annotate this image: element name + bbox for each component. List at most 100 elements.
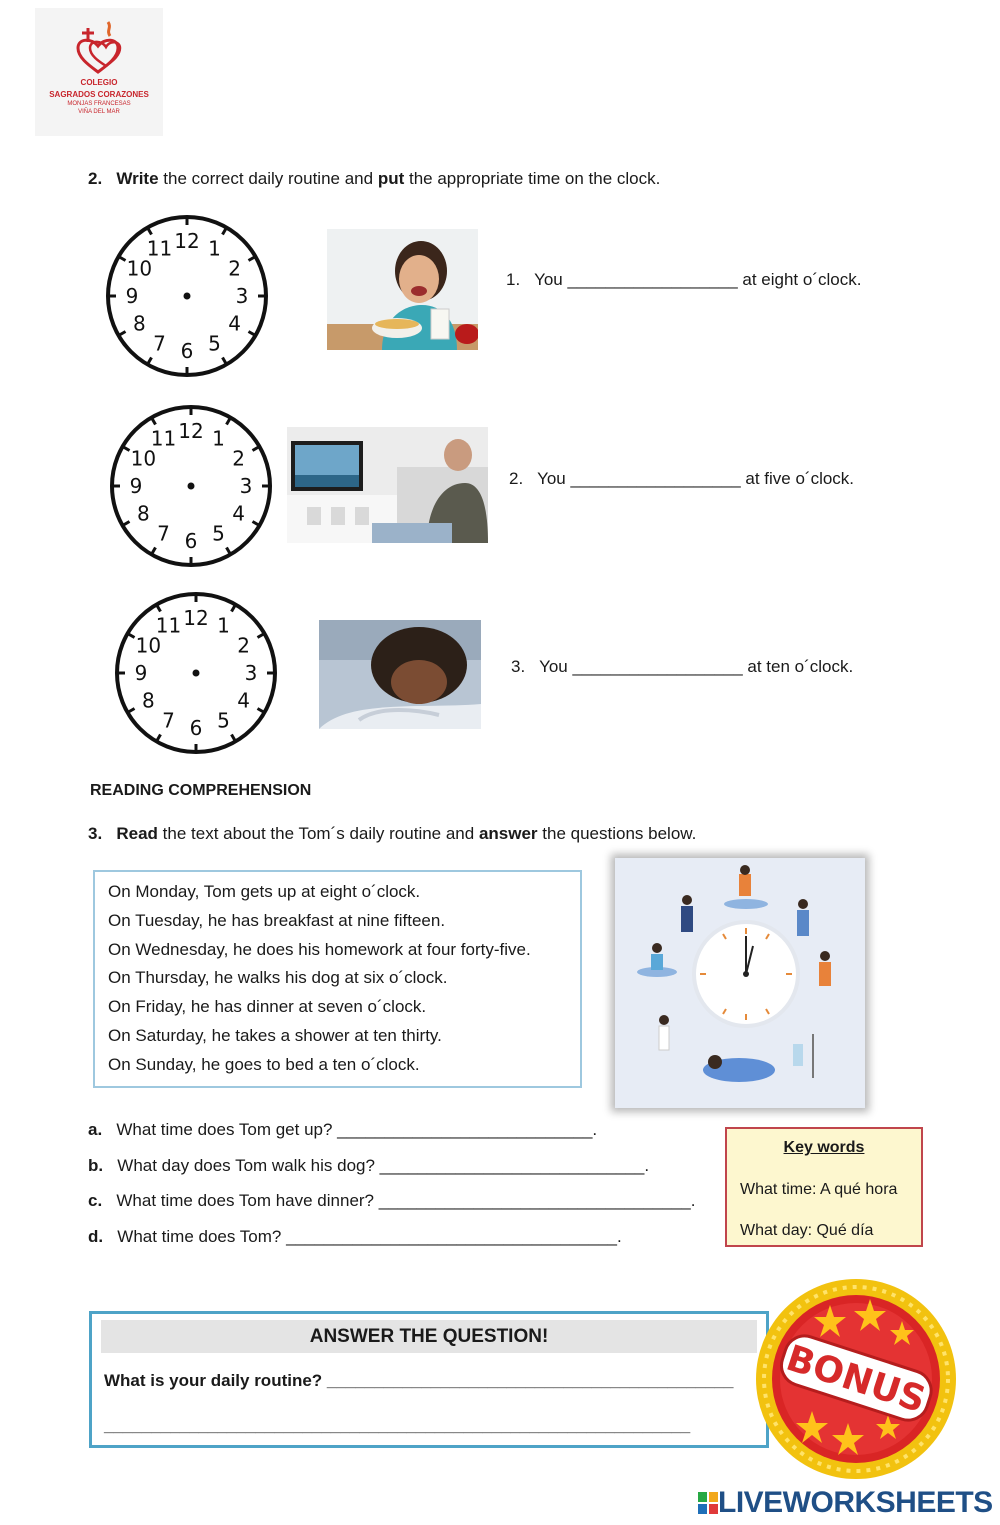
clock-tick [230, 603, 237, 613]
clock-tick [117, 255, 127, 262]
logo-line-3: MONJAS FRANCESAS [67, 101, 131, 107]
liveworksheets-icon [698, 1488, 718, 1514]
clock-number: 3 [236, 284, 249, 308]
routine-item-2-text: You __________________ at five o´clock. [537, 469, 855, 488]
question-c[interactable]: c. What time does Tom have dinner? _____… [88, 1191, 695, 1211]
key-words-title: Key words [783, 1139, 865, 1156]
clock-tick [247, 330, 257, 337]
watching-tv-photo [287, 427, 488, 543]
clock-tick [256, 632, 266, 639]
clock-number: 7 [162, 709, 175, 733]
clock-number: 3 [240, 474, 253, 498]
question-c-letter: c. [88, 1191, 103, 1210]
question-a-letter: a. [88, 1120, 103, 1139]
clock-number: 4 [232, 502, 245, 526]
reading-line-saturday: On Saturday, he takes a shower at ten th… [108, 1025, 442, 1045]
exercise-2-rest: the appropriate time on the clock. [409, 169, 661, 188]
clock-number: 8 [133, 312, 146, 336]
exercise-3-verb-read: Read [116, 824, 158, 843]
clock-number: 12 [183, 606, 208, 630]
exercise-3-rest: the questions below. [542, 824, 697, 843]
clock-tick [221, 226, 228, 236]
reading-line-thursday: On Thursday, he walks his dog at six o´c… [108, 968, 448, 988]
clock-tick [221, 356, 228, 366]
clock-number: 1 [217, 613, 230, 637]
routine-item-3-number: 3. [511, 657, 526, 676]
question-d-text: What time does Tom? ____________________… [117, 1227, 622, 1246]
clock-number: 4 [237, 689, 250, 713]
clock-number: 8 [142, 689, 155, 713]
clock-number: 9 [135, 661, 148, 685]
logo-line-2: SAGRADOS CORAZONES [49, 90, 149, 99]
breakfast-photo [327, 229, 478, 350]
clock-number: 7 [157, 522, 170, 546]
clock-tick [251, 520, 261, 527]
clock-number: 11 [147, 236, 172, 260]
clock-center-dot [187, 482, 195, 490]
key-words-box: Key words What time: A qué hora What day… [725, 1127, 923, 1247]
sacred-hearts-icon [76, 21, 122, 74]
routine-item-1[interactable]: 1. You __________________ at eight o´clo… [506, 270, 861, 290]
exercise-2-verb-write: Write [116, 169, 159, 188]
question-b-letter: b. [88, 1156, 104, 1175]
liveworksheets-name: LIVEWORKSHEETS [718, 1486, 993, 1519]
clock-tick [247, 255, 257, 262]
clock-tick [126, 707, 136, 714]
clock-tick [146, 226, 153, 236]
exercise-2-verb-put: put [377, 169, 405, 188]
clock-tick [155, 733, 162, 743]
daily-routine-prompt[interactable]: What is your daily routine? ____________… [104, 1371, 733, 1391]
reading-line-tuesday: On Tuesday, he has breakfast at nine fif… [108, 910, 446, 930]
question-c-text: What time does Tom have dinner? ________… [116, 1191, 696, 1210]
clock-number: 9 [126, 284, 139, 308]
clock-tick [150, 546, 157, 556]
clock-tick [225, 546, 232, 556]
routine-item-3[interactable]: 3. You __________________ at ten o´clock… [511, 657, 853, 677]
clock-number: 5 [208, 332, 221, 356]
school-logo: COLEGIO SAGRADOS CORAZONES MONJAS FRANCE… [35, 8, 163, 136]
clock-tick [251, 445, 261, 452]
exercise-2-mid: the correct daily routine and [163, 169, 374, 188]
routine-item-2-number: 2. [509, 469, 524, 488]
clock-number: 12 [174, 229, 199, 253]
question-b[interactable]: b. What day does Tom walk his dog? _____… [88, 1156, 649, 1176]
clock-number: 8 [137, 502, 150, 526]
clock-tick [117, 330, 127, 337]
daily-routine-prompt-text: What is your daily routine? [104, 1371, 323, 1390]
clock-tick [155, 603, 162, 613]
clock-number: 6 [190, 716, 203, 740]
clock-number: 3 [245, 661, 258, 685]
clock-number: 10 [131, 447, 156, 471]
exercise-3-mid: the text about the Tom´s daily routine a… [162, 824, 475, 843]
clock-tick [256, 707, 266, 714]
reading-line-wednesday: On Wednesday, he does his homework at fo… [108, 939, 531, 959]
clock-number: 7 [153, 332, 166, 356]
bonus-badge: BONUS [752, 1275, 960, 1483]
key-word-what-time: What time: A qué hora [740, 1181, 898, 1198]
sleeping-photo [319, 620, 481, 729]
clock-center-dot [183, 292, 191, 300]
clock-number: 5 [217, 709, 230, 733]
clock-number: 12 [178, 419, 203, 443]
liveworksheets-brand: LIVEWORKSHEETS [698, 1486, 993, 1520]
routine-item-2[interactable]: 2. You __________________ at five o´cloc… [509, 469, 854, 489]
clock-tick [150, 416, 157, 426]
clock-center-dot [192, 669, 200, 677]
clock-tick [146, 356, 153, 366]
daily-routine-blank-2[interactable]: ________________________________________… [104, 1416, 691, 1435]
question-d[interactable]: d. What time does Tom? _________________… [88, 1227, 622, 1247]
daily-routine-blank-1: ________________________________________… [326, 1371, 734, 1390]
exercise-2-instruction: 2. Write the correct daily routine and p… [88, 169, 660, 189]
clock-number: 2 [237, 634, 250, 658]
reading-line-sunday: On Sunday, he goes to bed a ten o´clock. [108, 1054, 420, 1074]
clock-number: 11 [151, 426, 176, 450]
clock-tick [121, 520, 131, 527]
reading-line-monday: On Monday, Tom gets up at eight o´clock. [108, 882, 421, 901]
question-a-text: What time does Tom get up? _____________… [116, 1120, 598, 1139]
clock-number: 2 [228, 257, 241, 281]
question-a[interactable]: a. What time does Tom get up? __________… [88, 1120, 597, 1140]
key-word-what-day: What day: Qué día [740, 1222, 874, 1239]
